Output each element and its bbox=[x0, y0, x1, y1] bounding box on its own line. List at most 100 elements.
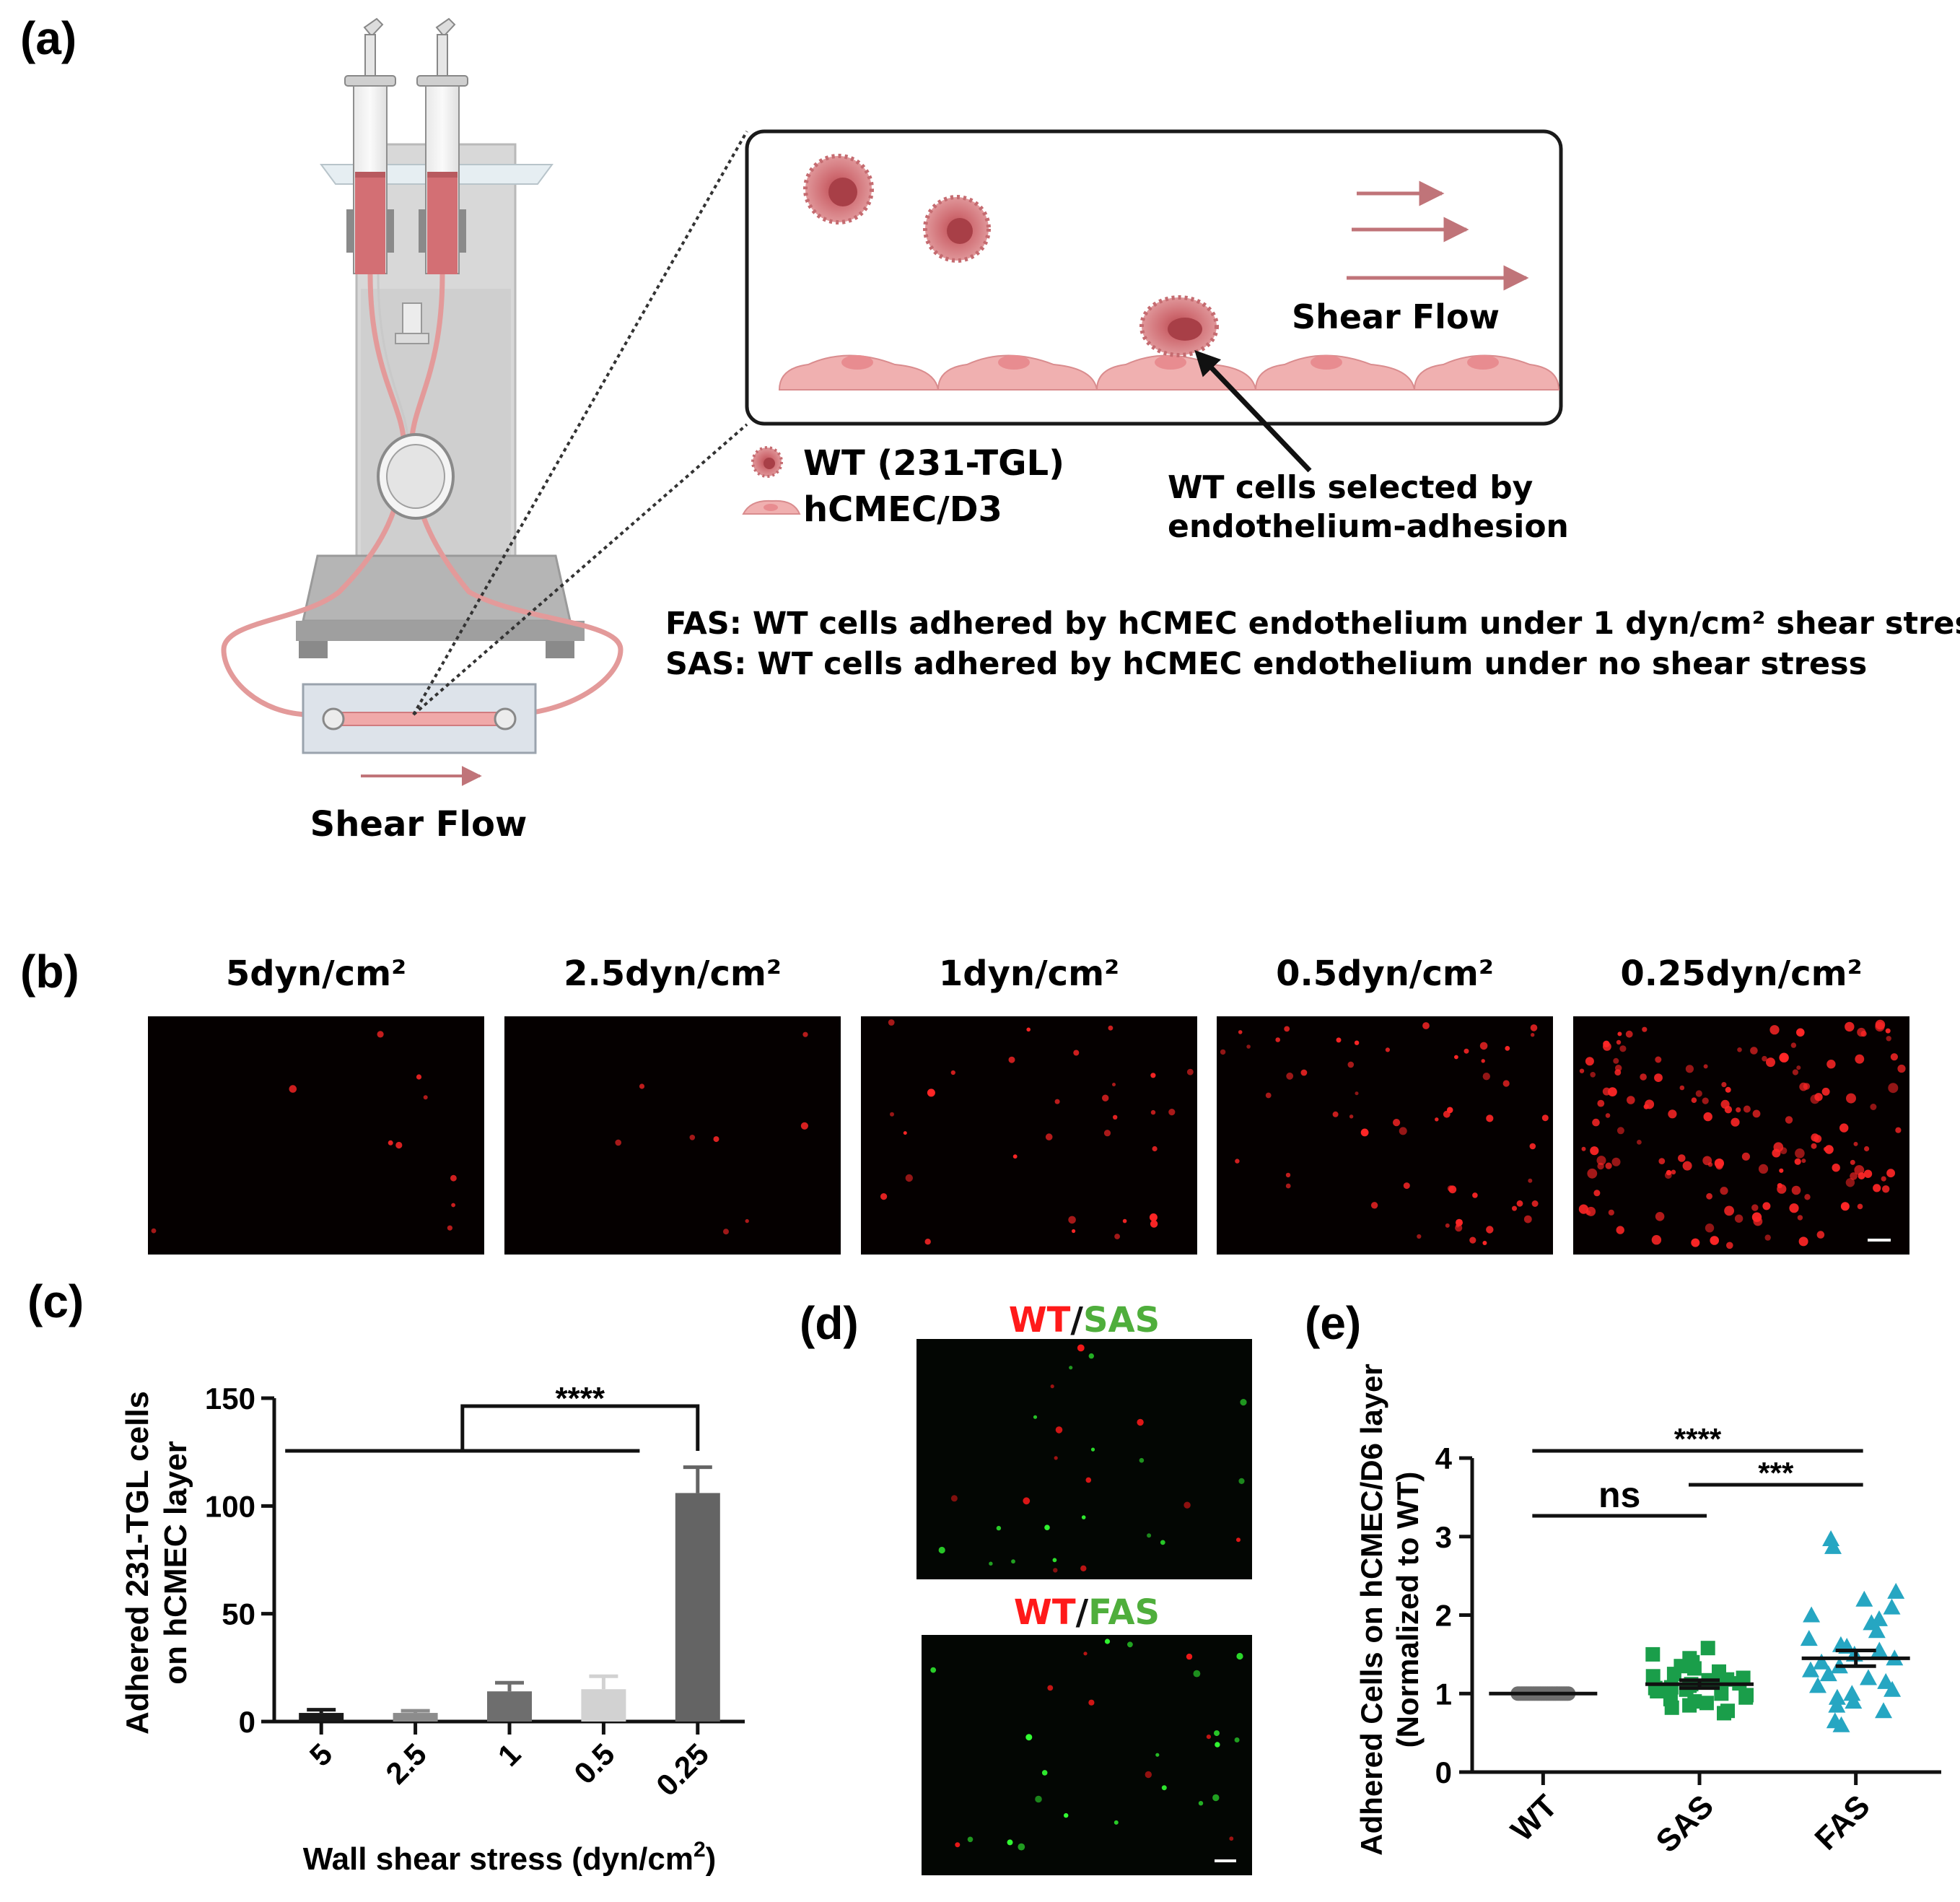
fluorescent-cell bbox=[615, 1139, 621, 1146]
micrograph-d-background bbox=[916, 1339, 1252, 1579]
fluorescent-cell bbox=[388, 1140, 393, 1146]
fluorescent-cell bbox=[1857, 1203, 1863, 1210]
sas-definition: SAS: WT cells adhered by hCMEC endotheli… bbox=[665, 646, 1867, 682]
micrograph-d-title: WT/SAS bbox=[1009, 1300, 1160, 1340]
fluorescent-cell bbox=[1596, 1156, 1606, 1166]
fluorescent-cell bbox=[1581, 1146, 1586, 1151]
data-point bbox=[1645, 1669, 1661, 1684]
fluorescent-cell bbox=[1422, 1022, 1430, 1029]
fluorescent-cell bbox=[289, 1085, 297, 1093]
data-point bbox=[1887, 1582, 1905, 1599]
fluorescent-cell bbox=[1235, 1159, 1240, 1164]
fluorescent-cell bbox=[1370, 1202, 1378, 1209]
x-tick-label: 1 bbox=[491, 1737, 528, 1773]
fluorescent-cell bbox=[1512, 1205, 1517, 1211]
fluorescent-cell bbox=[890, 1112, 894, 1117]
fluorescent-cell bbox=[1682, 1161, 1692, 1171]
fluorescent-cell bbox=[1393, 1119, 1401, 1127]
micrograph-b-background bbox=[148, 1016, 484, 1255]
fluorescent-cell bbox=[1486, 1114, 1494, 1122]
fluorescent-cell bbox=[1586, 1206, 1596, 1216]
y-tick-label: 50 bbox=[222, 1597, 255, 1631]
fluorescent-cell bbox=[1592, 1118, 1600, 1127]
micrograph-b-title: 2.5dyn/cm² bbox=[564, 954, 782, 994]
fluorescent-cell bbox=[950, 1070, 955, 1076]
fluorescent-cell bbox=[395, 1141, 403, 1149]
micrograph-b-title: 0.5dyn/cm² bbox=[1276, 954, 1494, 994]
fluorescent-cell bbox=[1803, 1083, 1811, 1090]
red-cell bbox=[1137, 1418, 1144, 1426]
green-cell bbox=[1198, 1801, 1204, 1806]
fluorescent-cell bbox=[1839, 1123, 1849, 1133]
fluorescent-cell bbox=[1054, 1099, 1060, 1104]
x-tick-label: 2.5 bbox=[379, 1737, 433, 1791]
data-point bbox=[1686, 1661, 1702, 1676]
red-cell bbox=[1088, 1699, 1095, 1706]
data-point bbox=[1664, 1700, 1679, 1715]
green-cell bbox=[1215, 1742, 1220, 1748]
data-point bbox=[1645, 1646, 1661, 1662]
green-cell bbox=[1161, 1785, 1167, 1791]
panel-d-label: (d) bbox=[800, 1297, 859, 1349]
green-cell bbox=[1212, 1794, 1220, 1802]
fluorescent-cell bbox=[1617, 1031, 1622, 1037]
fluorescent-cell bbox=[1863, 1169, 1873, 1178]
fluorescent-cell bbox=[1168, 1109, 1176, 1116]
fluorescent-cell bbox=[1685, 1065, 1694, 1073]
fluorescent-cell bbox=[1347, 1061, 1355, 1068]
micrograph-b-1: 5dyn/cm² bbox=[148, 954, 484, 1255]
fluorescent-cell bbox=[1590, 1146, 1599, 1156]
green-cell bbox=[930, 1667, 937, 1673]
panel-a-label: (a) bbox=[20, 12, 76, 64]
fluorescent-cell bbox=[1605, 1162, 1612, 1169]
fluorescent-cell bbox=[1846, 1093, 1856, 1104]
fluorescent-cell bbox=[1602, 1087, 1611, 1096]
fluorescent-cell bbox=[1769, 1025, 1780, 1035]
fluorescent-cell bbox=[1360, 1128, 1369, 1137]
fluorescent-cell bbox=[1152, 1146, 1158, 1152]
red-cell bbox=[1186, 1653, 1193, 1660]
fluorescent-cell bbox=[1714, 1159, 1724, 1169]
green-cell bbox=[1035, 1795, 1042, 1803]
data-point bbox=[1666, 1667, 1681, 1682]
green-cell bbox=[1160, 1540, 1165, 1545]
annotation-line-1: WT cells selected by bbox=[1168, 469, 1533, 506]
red-cell bbox=[1055, 1426, 1063, 1434]
data-point bbox=[1738, 1690, 1754, 1705]
fluorescent-cell bbox=[1855, 1054, 1865, 1064]
fluorescent-cell bbox=[1736, 1107, 1741, 1113]
data-point bbox=[1824, 1537, 1842, 1554]
fluorescent-cell bbox=[1720, 1099, 1730, 1109]
comparison-label: *** bbox=[1758, 1456, 1794, 1490]
fluorescent-cell bbox=[1585, 1057, 1594, 1066]
fluorescent-cell bbox=[1668, 1109, 1677, 1119]
panel-a: (a) bbox=[20, 12, 1960, 845]
legend-endothelial-cell: hCMEC/D3 bbox=[742, 489, 1002, 530]
fluorescent-cell bbox=[1516, 1200, 1523, 1207]
pointer-arrow bbox=[1194, 349, 1312, 473]
fluorescent-cell bbox=[1710, 1236, 1719, 1245]
micrograph-b-3: 1dyn/cm² bbox=[861, 954, 1197, 1255]
fluorescent-cell bbox=[1890, 1053, 1898, 1061]
green-cell bbox=[1088, 1353, 1095, 1359]
title-separator: / bbox=[1070, 1300, 1083, 1340]
fluorescent-cell bbox=[1355, 1091, 1359, 1096]
green-cell bbox=[967, 1836, 974, 1843]
fluorescent-cell bbox=[1724, 1205, 1735, 1216]
fluorescent-cell bbox=[1505, 1046, 1510, 1051]
data-point bbox=[1828, 1688, 1846, 1705]
micrograph-b-title: 5dyn/cm² bbox=[226, 954, 406, 994]
fluorescent-cell bbox=[1780, 1147, 1788, 1154]
x-tick-label: FAS bbox=[1808, 1788, 1877, 1857]
scale-bar bbox=[1868, 1239, 1891, 1242]
data-point bbox=[1682, 1698, 1697, 1713]
fluorescent-cell bbox=[1072, 1229, 1076, 1234]
fluorescent-cell bbox=[1616, 1039, 1622, 1045]
y-tick-label: 0 bbox=[239, 1705, 255, 1739]
fluorescent-cell bbox=[1611, 1157, 1621, 1166]
fluorescent-cell bbox=[1482, 1073, 1490, 1081]
fluorescent-cell bbox=[1530, 1024, 1538, 1031]
syringe-left bbox=[344, 17, 396, 274]
data-point bbox=[1802, 1661, 1819, 1678]
